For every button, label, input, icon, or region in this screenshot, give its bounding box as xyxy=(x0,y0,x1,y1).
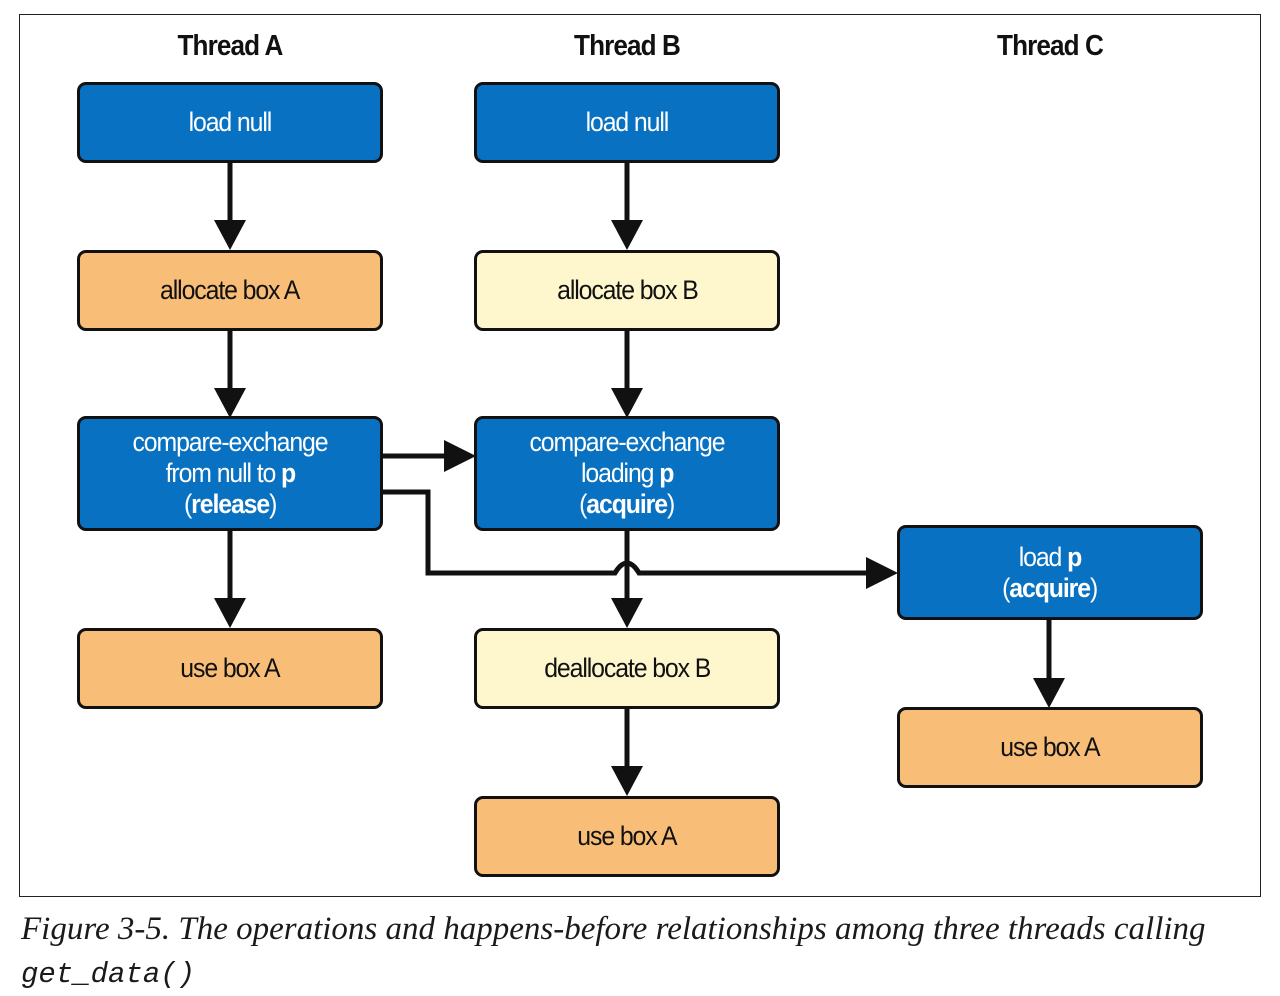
node-text-bold: release xyxy=(191,489,270,519)
node-label: loading p xyxy=(580,458,674,489)
figure-frame xyxy=(19,14,1261,897)
node-c-use-box: use box A xyxy=(897,707,1203,788)
arrowhead xyxy=(214,220,246,250)
node-text-bold: p xyxy=(280,458,296,488)
node-label: (release) xyxy=(183,489,277,520)
node-text: loading xyxy=(580,458,660,488)
node-label: (acquire) xyxy=(579,489,676,520)
node-label: allocate box B xyxy=(556,275,699,305)
node-label: use box A xyxy=(1000,732,1100,762)
node-a-compare-exchange: compare-exchange from null to p (release… xyxy=(77,416,383,531)
thread-a-header: Thread A xyxy=(177,30,284,62)
caption-text: The operations and happens-before relati… xyxy=(170,911,1206,947)
arrowhead xyxy=(611,220,643,250)
node-b-deallocate-box: deallocate box B xyxy=(474,628,780,709)
node-a-use-box: use box A xyxy=(77,628,383,709)
node-text: ( xyxy=(1002,572,1011,603)
node-text: from null to xyxy=(165,458,281,488)
node-b-allocate-box: allocate box B xyxy=(474,250,780,331)
node-label: use box A xyxy=(577,821,677,851)
node-label: (acquire) xyxy=(1002,572,1099,604)
node-b-load-null: load null xyxy=(474,82,780,163)
caption-code: get_data() xyxy=(21,958,196,991)
node-b-compare-exchange: compare-exchange loading p (acquire) xyxy=(474,416,780,531)
node-text: ) xyxy=(1090,572,1098,603)
node-text: ) xyxy=(667,489,675,519)
arrowhead xyxy=(611,598,643,628)
node-label: load null xyxy=(188,107,273,137)
node-a-allocate-box: allocate box A xyxy=(77,250,383,331)
arrowhead xyxy=(866,557,898,589)
node-text: ( xyxy=(579,489,588,519)
arrowhead xyxy=(611,388,643,418)
node-b-use-box: use box A xyxy=(474,796,780,877)
node-text: ) xyxy=(268,489,277,519)
node-text-bold: acquire xyxy=(1009,572,1092,603)
arrows-layer xyxy=(214,162,1065,796)
caption-label: Figure 3-5. xyxy=(21,911,171,947)
node-label: use box A xyxy=(180,653,280,683)
node-text-bold: p xyxy=(1067,541,1082,572)
thread-b-header: Thread B xyxy=(574,30,681,62)
node-text-bold: acquire xyxy=(586,489,669,519)
node-label: allocate box A xyxy=(160,275,300,305)
node-label: load null xyxy=(585,107,670,137)
arrowhead xyxy=(611,766,643,796)
node-label: compare-exchange xyxy=(132,427,329,457)
node-text: load xyxy=(1018,541,1068,572)
arrow-a-cas-to-c-load xyxy=(382,489,868,576)
node-label: deallocate box B xyxy=(543,653,711,683)
node-label: load p xyxy=(1018,541,1083,573)
arrowhead xyxy=(214,388,246,418)
figure-caption: Figure 3-5. The operations and happens-b… xyxy=(21,908,1266,996)
node-label: from null to p xyxy=(165,458,296,489)
thread-c-header: Thread C xyxy=(997,30,1104,62)
arrowhead xyxy=(1033,678,1065,708)
diagram: Thread A Thread B Thread C load null all… xyxy=(77,30,1203,877)
node-text: ( xyxy=(183,489,192,519)
arrowhead xyxy=(444,440,476,472)
node-a-load-null: load null xyxy=(77,82,383,163)
arrowhead xyxy=(214,598,246,628)
node-label: compare-exchange xyxy=(529,427,726,457)
node-text-bold: p xyxy=(659,458,674,488)
node-c-load-p: load p (acquire) xyxy=(897,525,1203,620)
